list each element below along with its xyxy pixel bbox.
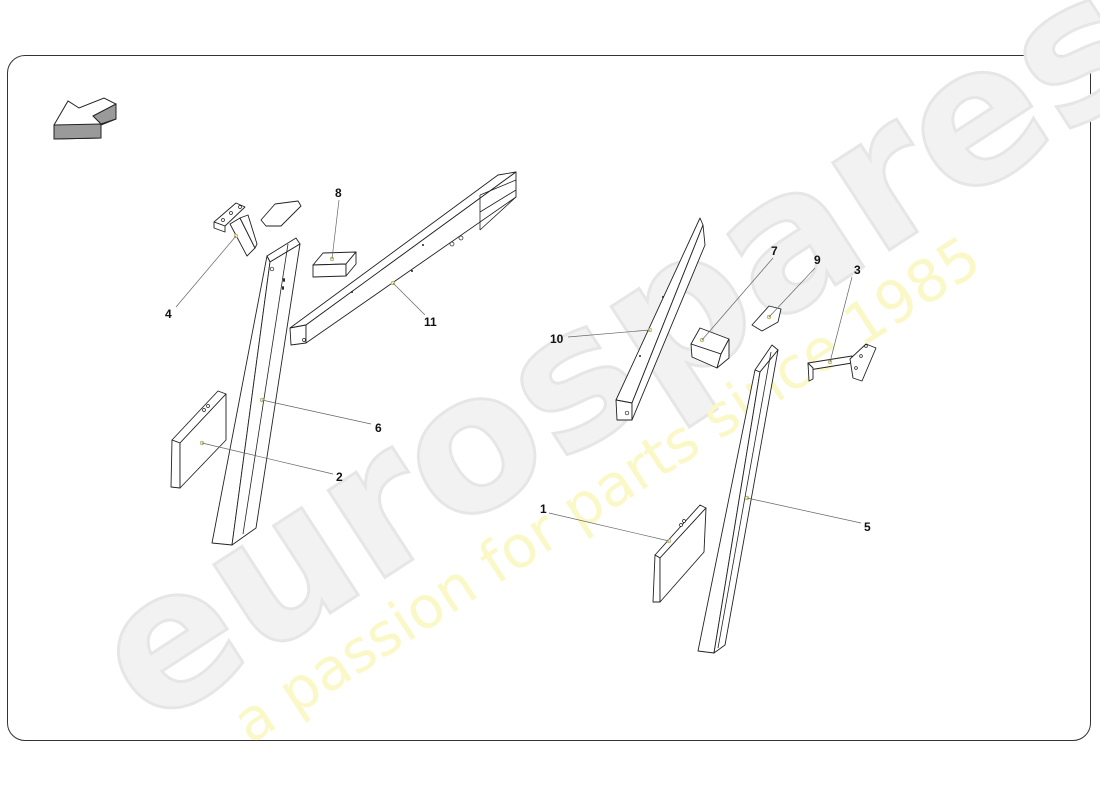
part-3-bracket[interactable] [807, 343, 877, 382]
part-6-pillar[interactable] [211, 237, 301, 546]
callout-11[interactable]: 11 [424, 315, 437, 329]
callout-6[interactable]: 6 [375, 421, 382, 435]
callout-3[interactable]: 3 [854, 263, 861, 277]
watermark-brand: eurospares [54, 0, 1100, 768]
diagram-frame [7, 55, 1091, 741]
callout-5[interactable]: 5 [864, 520, 871, 534]
part-1-box[interactable] [652, 504, 707, 603]
part-2-box[interactable] [170, 390, 227, 489]
part-7-block[interactable] [690, 327, 730, 369]
part-11-crossmember[interactable] [289, 171, 517, 346]
leader-lines [175, 199, 862, 542]
callout-4[interactable]: 4 [165, 307, 172, 321]
part-10-beam[interactable] [615, 217, 706, 421]
part-plate[interactable] [260, 200, 302, 227]
watermark: eurospares a passion for parts since 198… [53, 0, 1100, 769]
callout-9[interactable]: 9 [814, 253, 821, 267]
callout-8[interactable]: 8 [335, 186, 342, 200]
part-8-block[interactable] [312, 251, 357, 278]
callout-2[interactable]: 2 [336, 470, 343, 484]
arrow-back-left-icon[interactable] [53, 97, 117, 140]
callout-10[interactable]: 10 [550, 332, 564, 346]
callout-1[interactable]: 1 [540, 502, 547, 516]
callout-labels: 4 8 11 6 2 10 7 9 3 5 1 [165, 186, 871, 534]
callout-7[interactable]: 7 [771, 244, 778, 258]
part-5-pillar[interactable] [697, 344, 779, 654]
part-4-bracket[interactable] [213, 202, 258, 257]
